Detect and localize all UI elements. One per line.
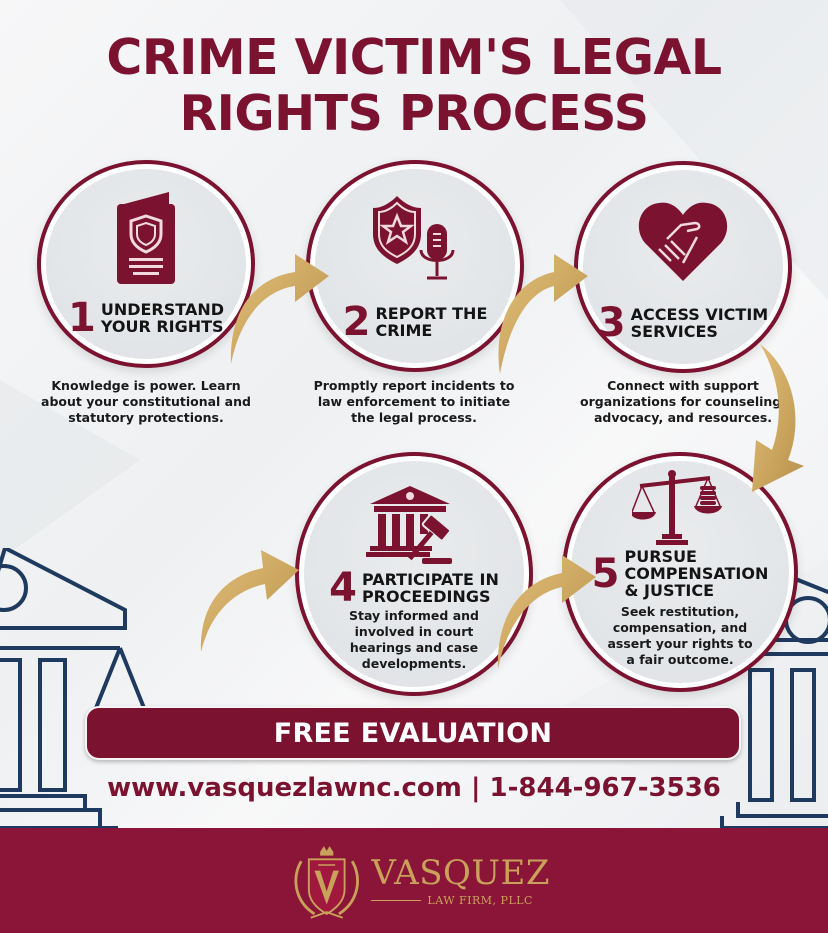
step-5-number: 5: [591, 550, 620, 597]
step-2-heading-line-2: CRIME: [375, 321, 433, 340]
step-2-circle-fill: [315, 169, 515, 363]
website-link[interactable]: www.vasquezlawnc.com: [107, 773, 462, 803]
step-5-heading-line-3: & JUSTICE: [624, 581, 715, 600]
crest-laurel-icon: [294, 845, 359, 919]
step-3-description: Connect with support organizations for c…: [580, 378, 786, 425]
step-1-number: 1: [67, 295, 96, 341]
step-1-description: Knowledge is power. Learn about your con…: [41, 378, 251, 425]
step-1-heading-line-1: UNDERSTAND: [100, 300, 224, 319]
step-5-description: Seek restitution, compensation, and asse…: [607, 604, 753, 667]
firm-logo[interactable]: VASQUEZ LAW FIRM, PLLC: [290, 838, 550, 923]
brand-name: VASQUEZ: [371, 853, 550, 893]
title-line-1: CRIME VICTIM'S LEGAL: [106, 29, 722, 86]
step-2-description: Promptly report incidents to law enforce…: [313, 378, 515, 425]
brand-divider: [371, 899, 422, 902]
step-4-description: Stay informed and involved in court hear…: [349, 608, 479, 671]
arrow-to-step4-icon: [200, 550, 299, 652]
phone-link[interactable]: 1-844-967-3536: [489, 773, 721, 803]
footer-band: [0, 828, 828, 933]
page-title: CRIME VICTIM'S LEGAL RIGHTS PROCESS: [0, 30, 828, 142]
heart-handshake-icon: [638, 202, 728, 281]
step-5-heading-line-1: PURSUE: [624, 547, 697, 566]
step-1-heading: 1 UNDERSTAND YOUR RIGHTS: [41, 298, 251, 338]
step-5-circle-fill: [571, 461, 789, 683]
brand-subtitle: LAW FIRM, PLLC: [427, 894, 533, 907]
courthouse-gavel-icon: [366, 486, 452, 564]
contact-line: www.vasquezlawnc.com | 1-844-967-3536: [0, 770, 828, 806]
step-2-heading: 2 REPORT THE CRIME: [310, 302, 520, 342]
step-4-circle: 4 PARTICIPATE IN PROCEEDINGS Stay inform…: [295, 452, 533, 696]
step-3-number: 3: [597, 300, 626, 346]
rights-booklet-shield-icon: [117, 192, 175, 284]
step-4-heading: 4 PARTICIPATE IN PROCEEDINGS: [299, 568, 529, 608]
step-4-heading-line-2: PROCEEDINGS: [361, 587, 491, 606]
step-3-heading-line-2: SERVICES: [630, 322, 718, 341]
free-evaluation-button[interactable]: FREE EVALUATION: [85, 706, 741, 760]
step-1-heading-line-2: YOUR RIGHTS: [100, 317, 224, 336]
title-line-2: RIGHTS PROCESS: [179, 85, 649, 142]
scales-coins-icon: [632, 470, 722, 545]
step-3-circle: 3 ACCESS VICTIM SERVICES: [574, 161, 792, 373]
step-3-heading-line-1: ACCESS VICTIM: [630, 305, 769, 324]
step-5-circle: 5 PURSUE COMPENSATION & JUSTICE Seek res…: [562, 452, 798, 692]
step-5-heading: 5 PURSUE COMPENSATION & JUSTICE: [566, 548, 794, 599]
step-4-heading-line-1: PARTICIPATE IN: [361, 570, 499, 589]
contact-separator: |: [470, 773, 481, 803]
step-2-circle: 2 REPORT THE CRIME: [306, 160, 524, 372]
step-5-heading-line-2: COMPENSATION: [624, 564, 769, 583]
step-4-number: 4: [329, 565, 357, 611]
step-1-circle: 1 UNDERSTAND YOUR RIGHTS: [37, 160, 255, 368]
step-3-heading: 3 ACCESS VICTIM SERVICES: [578, 303, 788, 343]
step-2-heading-line-1: REPORT THE: [375, 304, 488, 323]
police-badge-microphone-icon: [373, 196, 455, 280]
step-2-number: 2: [342, 299, 371, 345]
